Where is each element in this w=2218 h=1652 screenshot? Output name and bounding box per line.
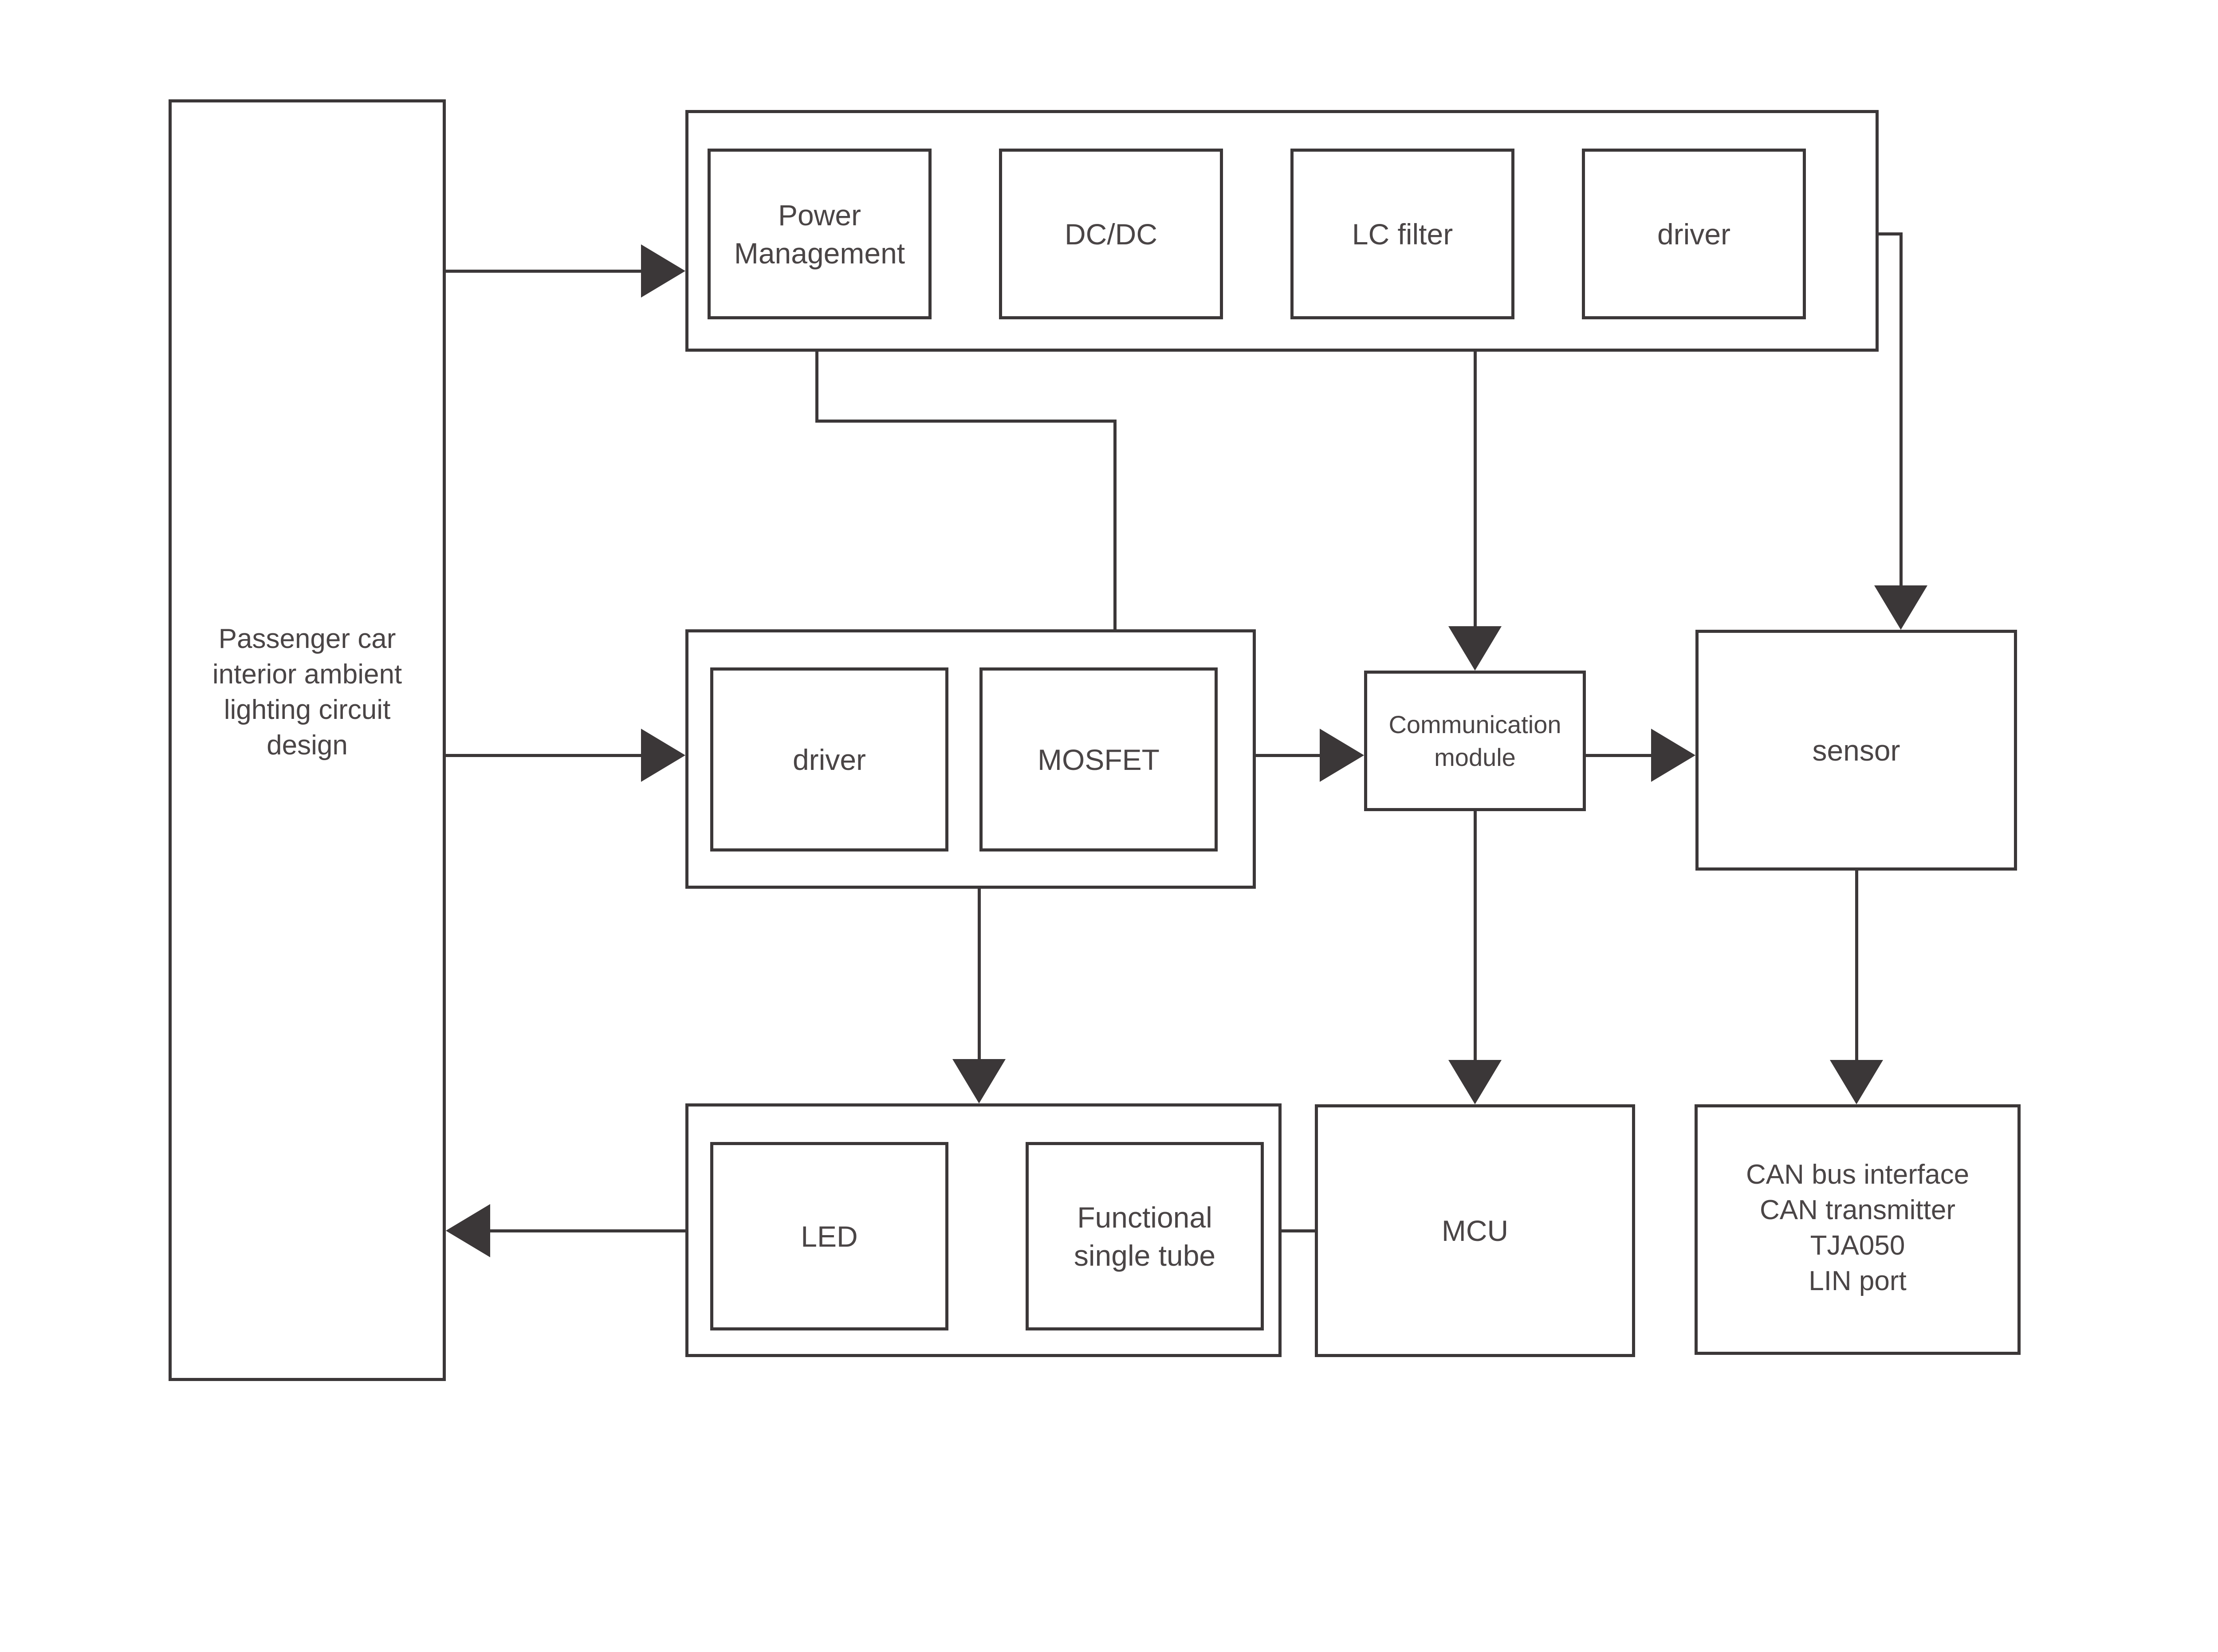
connector-drive-group-to-light-group [978,889,981,1059]
node-passenger-car-design: Passenger car interior ambient lighting … [169,99,446,1381]
arrowhead-drive-group-to-light-group [952,1059,1006,1103]
title-line-3: lighting circuit [224,695,391,725]
node-mosfet-label: MOSFET [1038,743,1160,776]
connector-title-to-drive-group [446,754,643,757]
node-power-management: Power Management [708,149,932,319]
node-driver-drive-label: driver [792,743,866,776]
node-communication-module-label: Communication module [1388,710,1561,771]
node-driver-drive: driver [710,667,948,852]
connector-communication-to-sensor [1586,754,1652,757]
arrowhead-communication-to-mcu [1448,1060,1502,1104]
node-can-interface-label: CAN bus interface CAN transmitter TJA050… [1698,1157,2017,1299]
connector-sensor-to-can [1855,871,1858,1060]
connector-light-group-to-mcu [1282,1229,1316,1232]
connector-power-to-drive-elbow-h [815,420,1117,423]
arrowhead-title-to-power-group [641,244,685,298]
node-dc-dc-label: DC/DC [1065,217,1157,251]
can-line-1: CAN bus interface [1746,1159,1970,1190]
node-power-management-label: Power Management [734,198,905,270]
connector-driver-to-sensor-v [1899,232,1903,585]
connector-driver-to-sensor-h [1876,232,1903,235]
connector-drive-group-to-communication [1256,754,1321,757]
title-line-1: Passenger car [218,624,396,654]
node-driver-power: driver [1582,149,1806,319]
connector-power-to-drive-elbow-v2 [1113,420,1117,629]
node-mcu-label: MCU [1441,1214,1509,1247]
node-functional-single-tube: Functional single tube [1026,1142,1264,1330]
arrowhead-light-group-to-title [446,1204,490,1257]
can-line-4: LIN port [1809,1266,1907,1296]
connector-title-to-power-group [446,270,643,273]
node-led: LED [710,1142,948,1330]
node-communication-module: Communication module [1364,671,1586,811]
node-can-interface: CAN bus interface CAN transmitter TJA050… [1695,1104,2021,1355]
title-line-4: design [267,730,348,761]
connector-communication-to-mcu [1474,811,1477,1060]
arrowhead-sensor-to-can [1830,1060,1883,1104]
node-mcu: MCU [1315,1104,1635,1357]
node-sensor: sensor [1695,630,2017,871]
connector-power-to-drive-elbow-v1 [815,352,818,423]
arrowhead-communication-to-sensor [1651,729,1695,782]
node-dc-dc: DC/DC [999,149,1223,319]
can-line-2: CAN transmitter [1760,1195,1955,1225]
node-mosfet: MOSFET [979,667,1218,852]
connector-light-group-to-title [490,1229,685,1232]
arrowhead-title-to-drive-group [641,729,685,782]
node-lc-filter-label: LC filter [1352,217,1453,251]
node-passenger-car-design-label: Passenger car interior ambient lighting … [172,621,443,763]
arrowhead-power-group-to-communication [1448,626,1502,671]
node-driver-power-label: driver [1657,217,1731,251]
node-sensor-label: sensor [1812,734,1900,767]
title-line-2: interior ambient [212,659,402,690]
node-lc-filter: LC filter [1290,149,1514,319]
arrowhead-driver-to-sensor [1874,585,1927,630]
node-led-label: LED [801,1220,858,1253]
node-functional-single-tube-label: Functional single tube [1074,1201,1216,1272]
connector-power-group-to-communication [1474,352,1477,626]
can-line-3: TJA050 [1810,1230,1905,1261]
arrowhead-drive-group-to-communication [1320,729,1364,782]
